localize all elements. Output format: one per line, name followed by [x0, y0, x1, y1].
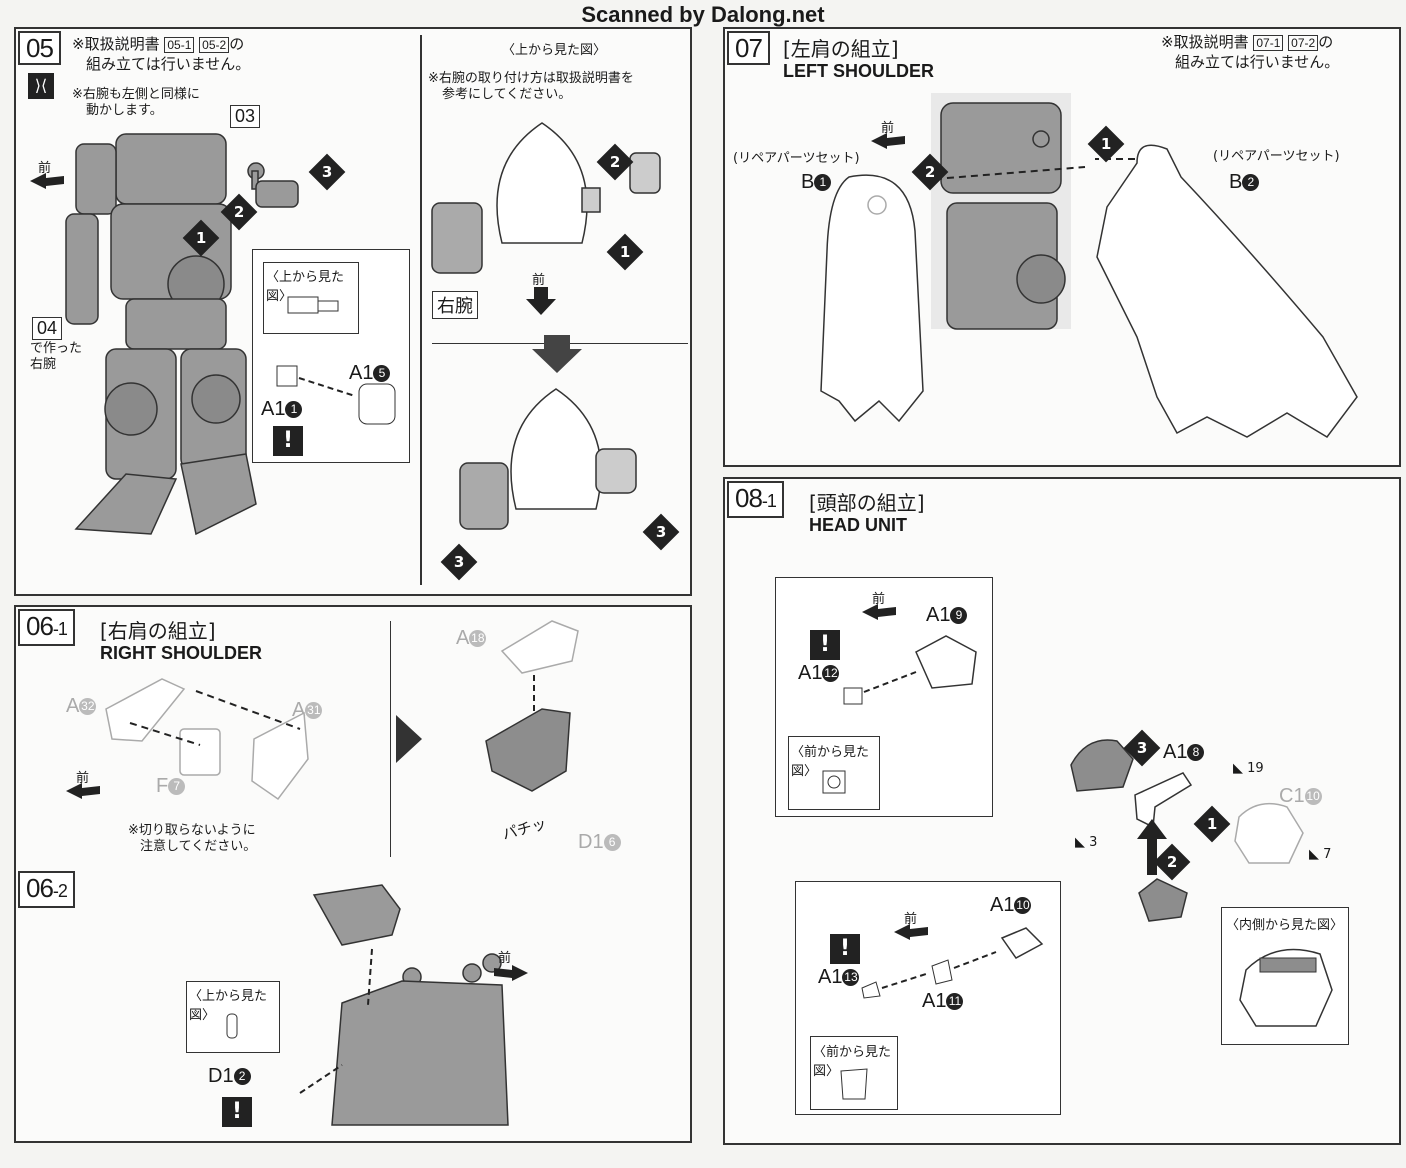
right-shoulder-parts: [105, 678, 309, 801]
step-06-1-front-arrow-icon: [66, 783, 100, 799]
step-06-1-title-en: RIGHT SHOULDER: [100, 643, 262, 663]
step-05-step-3: 3: [308, 153, 346, 191]
cloth-b1: [820, 174, 924, 423]
tag-03: 03: [230, 105, 261, 128]
head-part-b: [1134, 772, 1193, 829]
step-06-1-number: 06-1: [18, 609, 75, 646]
step-05-number: 05: [18, 31, 61, 65]
step-06-2-front-arrow-icon: [494, 965, 528, 981]
front-arrow-icon: [30, 173, 64, 189]
step-06-2-number: 06-2: [18, 871, 75, 908]
torso-top-view-1: [431, 122, 661, 274]
step-07-title-en: LEFT SHOULDER: [783, 61, 934, 81]
step-06-2-warning-icon: !: [222, 1097, 252, 1127]
cloth-b2: [1096, 144, 1358, 438]
step-06-2-front-label: 前: [498, 951, 512, 966]
robot-shoulder-illustration: [931, 93, 1071, 330]
step-08-1-warning-icon-1: !: [810, 630, 840, 660]
seal-19: ◣ 19: [1233, 761, 1264, 776]
down-arrow-icon: [526, 287, 556, 315]
step-05-right-step-3a: 3: [440, 543, 478, 581]
step-08-1-number: 08-1: [727, 481, 784, 518]
step-05-sub-note: ※右腕も左側と同様に 動かします。: [72, 87, 200, 118]
right-arm-note: ※右腕の取り付け方は取扱説明書を 参考にしてください。: [428, 71, 634, 102]
torso-top-view-2: [459, 388, 637, 530]
tag-04: 04: [32, 317, 63, 340]
step-07-arrows: [934, 158, 1135, 180]
warning-icon: !: [273, 426, 303, 456]
shoulder-joint-part: [247, 162, 299, 208]
head-part-d: [1138, 878, 1188, 922]
right-arm-tag: 右腕: [432, 291, 478, 319]
step-08-1-title-en: HEAD UNIT: [809, 515, 907, 535]
head-part-a: [1070, 739, 1134, 792]
step-08-1-title-jp: [頭部の組立]: [809, 491, 925, 515]
seal-7: ◣ 7: [1309, 847, 1332, 862]
watermark: Scanned by Dalong.net: [581, 2, 825, 27]
step-07-panel: 07 [左肩の組立] LEFT SHOULDER ※取扱説明書 07-1 07-…: [723, 27, 1401, 467]
repair-label-right: (リペアパーツセット): [1213, 149, 1340, 164]
step-06-1-front-label: 前: [76, 771, 90, 786]
robot-body-illustration: [65, 133, 257, 536]
step-06-1-next-arrow-icon: [396, 715, 422, 763]
right-front-label: 前: [532, 273, 546, 288]
repair-label-left: (リペアパーツセット): [733, 151, 860, 166]
mirror-icon: ⟩⟨: [28, 73, 54, 99]
step-07-number: 07: [727, 31, 770, 65]
head-part-c: [1234, 802, 1304, 864]
torso-shoulder-illustration: [299, 884, 509, 1126]
right-view-top-label: 〈上から見た図〉: [502, 43, 607, 58]
big-down-arrow-icon: [532, 335, 582, 373]
step-07-title-jp: [左肩の組立]: [783, 37, 899, 61]
step-08-1-warning-icon-2: !: [830, 934, 860, 964]
inside-view-box: 〈内側から見た図〉: [1221, 907, 1349, 1045]
step-07-front-arrow-icon: [871, 133, 905, 149]
step-05-made-label: で作った右腕: [30, 341, 83, 372]
shoulder-assembly: [485, 620, 579, 792]
step-07-front-label: 前: [881, 121, 895, 136]
cut-note: ※切り取らないように 注意してください。: [128, 823, 257, 854]
step-06-1-title-jp: [右肩の組立]: [100, 619, 216, 643]
step-06-2-top-view-box: 〈上から見た図〉: [186, 981, 280, 1053]
front-label: 前: [38, 161, 52, 176]
seal-3: ◣ 3: [1075, 835, 1098, 850]
top-view-box: 〈上から見た図〉: [263, 262, 359, 334]
up-arrow-icon: [1137, 819, 1167, 875]
